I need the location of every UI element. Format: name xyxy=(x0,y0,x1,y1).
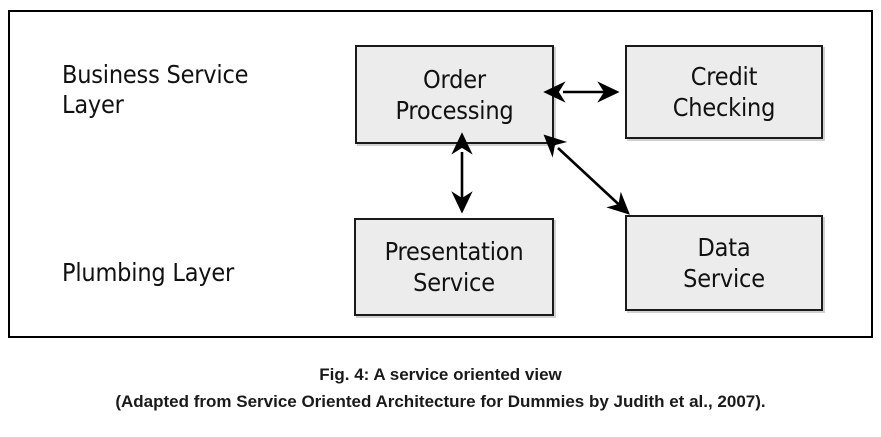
figure-caption-line-1: Fig. 4: A service oriented view xyxy=(319,365,562,384)
layer-label-business-service: Business Service Layer xyxy=(62,60,249,119)
service-box-presentation-service[interactable]: Presentation Service xyxy=(354,218,554,316)
service-box-data-service[interactable]: Data Service xyxy=(625,215,823,311)
figure-caption-line-2: (Adapted from Service Oriented Architect… xyxy=(115,392,766,411)
service-box-order-processing[interactable]: Order Processing xyxy=(355,45,554,144)
layer-label-plumbing: Plumbing Layer xyxy=(62,258,235,287)
service-box-credit-checking[interactable]: Credit Checking xyxy=(625,45,823,139)
